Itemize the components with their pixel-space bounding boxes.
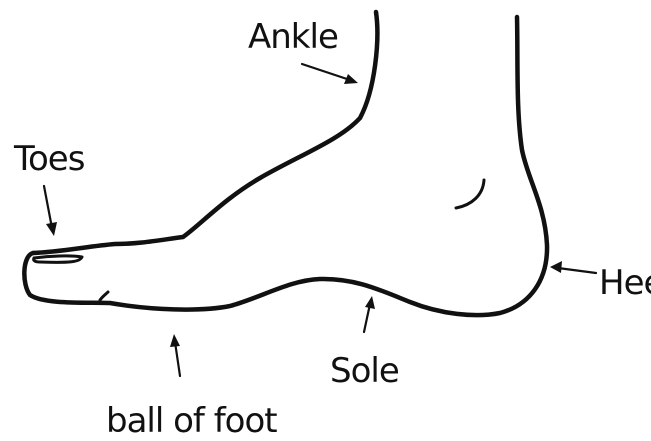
ankle-label: Ankle [248, 17, 338, 57]
heel-arrow [550, 261, 596, 273]
ball-of-foot-label: ball of foot [106, 401, 277, 441]
heel-label: Heel [599, 263, 651, 303]
ankle-bone-curve [456, 180, 484, 208]
ankle-arrow [302, 64, 358, 84]
toenail-outline [34, 256, 82, 262]
toes-label: Toes [13, 139, 85, 179]
sole-arrow [364, 296, 375, 332]
sole-label: Sole [330, 351, 399, 391]
toe-crease-mark [100, 292, 108, 300]
toes-arrow [44, 186, 57, 236]
ball-of-foot-arrow [170, 334, 180, 376]
